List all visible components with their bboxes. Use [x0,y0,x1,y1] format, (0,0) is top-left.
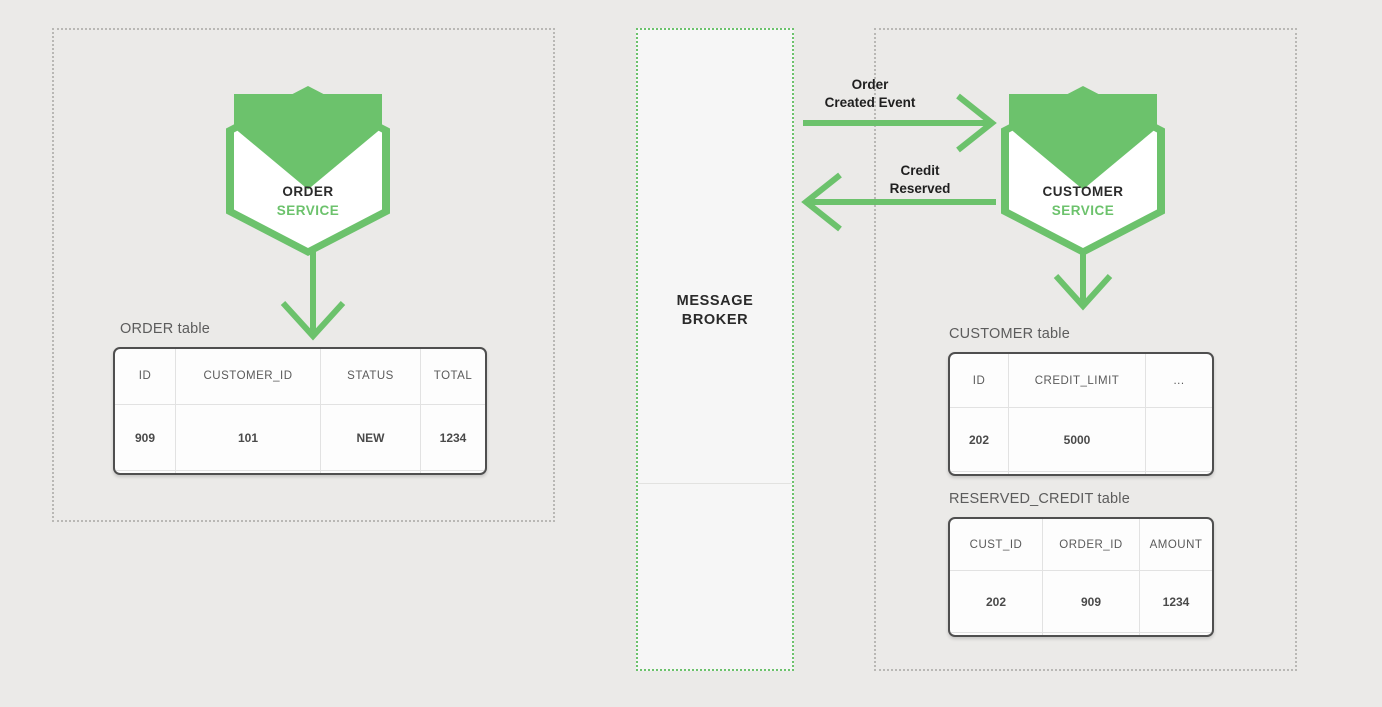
table-cell [1008,471,1146,474]
table-cell [1145,407,1212,473]
order-created-event-arrow [803,93,997,153]
column-header: ID [115,349,176,405]
order-created-event-label-line1: Order [851,77,889,92]
message-broker-label-line1: MESSAGE [676,293,754,309]
customer-table: ID CREDIT_LIMIT ... 202 5000 [948,352,1214,476]
table-header-row: ID CREDIT_LIMIT ... [950,354,1212,409]
column-header: ID [950,354,1009,409]
table-cell: 1234 [420,404,485,472]
credit-reserved-label-line1: Credit [900,163,940,178]
column-header: CUSTOMER_ID [175,349,321,405]
table-cell: 909 [1042,570,1140,634]
reserved-credit-table-body: CUST_ID ORDER_ID AMOUNT 202 909 1234 [950,519,1212,635]
customer-service-labels: CUSTOMER SERVICE [1001,182,1165,220]
table-cell [175,470,321,473]
credit-reserved-label-line2: Reserved [889,181,951,196]
reserved-credit-table: CUST_ID ORDER_ID AMOUNT 202 909 1234 [948,517,1214,637]
credit-reserved-arrow [801,172,996,232]
order-table-caption: ORDER table [120,321,211,337]
order-table-body: ID CUSTOMER_ID STATUS TOTAL 909 101 NEW … [115,349,485,473]
message-broker-zone [636,28,794,671]
table-cell: 101 [175,404,321,472]
column-header: CUST_ID [950,519,1043,572]
order-service-name: ORDER [282,184,334,199]
table-cell [421,471,486,473]
broker-queue-divider [638,483,792,484]
reserved-credit-table-grid: CUST_ID ORDER_ID AMOUNT 202 909 1234 [950,519,1212,635]
table-cell [950,632,1043,635]
customer-service-node[interactable]: CUSTOMER SERVICE [1001,86,1165,256]
credit-reserved-label: Credit Reserved [818,162,1022,198]
table-cell [1042,632,1140,635]
column-header: AMOUNT [1139,519,1212,572]
table-cell: 1234 [1139,570,1212,634]
table-header-row: CUST_ID ORDER_ID AMOUNT [950,519,1212,572]
column-header: ORDER_ID [1042,519,1140,572]
table-cell: NEW [320,404,421,472]
customer-service-name: CUSTOMER [1042,184,1124,199]
reserved-credit-table-caption: RESERVED_CREDIT table [949,491,1130,507]
column-header: CREDIT_LIMIT [1008,354,1146,409]
order-service-to-order-table-arrow [280,250,346,341]
customer-service-zone [874,28,1297,671]
order-service-zone [52,28,555,522]
table-cell: 202 [950,570,1043,634]
table-row-empty [950,632,1213,635]
table-cell: 5000 [1008,407,1146,473]
table-cell [950,471,1009,474]
order-table: ID CUSTOMER_ID STATUS TOTAL 909 101 NEW … [113,347,487,475]
table-row: 909 101 NEW 1234 [115,404,485,472]
table-cell: 202 [950,407,1009,473]
column-header: TOTAL [420,349,485,405]
order-service-node[interactable]: ORDER SERVICE [226,86,390,256]
order-service-subtitle: SERVICE [276,203,340,218]
table-header-row: ID CUSTOMER_ID STATUS TOTAL [115,349,485,405]
message-broker-label-line2: BROKER [681,312,749,328]
table-row-empty [115,470,486,473]
table-row: 202 5000 [950,407,1212,473]
table-cell [1146,472,1213,474]
customer-table-grid: ID CREDIT_LIMIT ... 202 5000 [950,354,1212,474]
customer-service-to-customer-table-arrow [1053,250,1113,311]
customer-table-body: ID CREDIT_LIMIT ... 202 5000 [950,354,1212,474]
table-row-empty [950,471,1213,474]
customer-table-caption: CUSTOMER table [949,326,1070,342]
table-row: 202 909 1234 [950,570,1212,634]
order-created-event-label-line2: Created Event [824,95,916,110]
table-cell [1140,633,1213,635]
order-created-event-label: Order Created Event [760,76,980,112]
order-table-grid: ID CUSTOMER_ID STATUS TOTAL 909 101 NEW … [115,349,485,473]
column-header: STATUS [320,349,421,405]
order-service-labels: ORDER SERVICE [226,182,390,220]
customer-service-subtitle: SERVICE [1051,203,1115,218]
table-cell [320,470,421,473]
column-header: ... [1145,354,1212,409]
message-broker-label: MESSAGE BROKER [636,292,794,330]
table-cell [115,470,176,473]
table-cell: 909 [115,404,176,472]
